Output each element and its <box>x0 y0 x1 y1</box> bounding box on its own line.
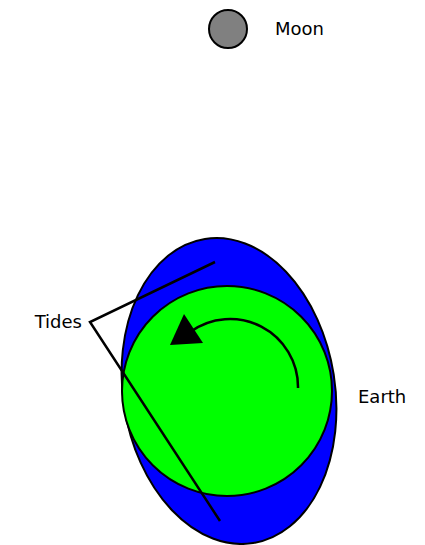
earth-circle <box>122 286 332 496</box>
leader-line <box>90 262 220 521</box>
tidal-bulge <box>100 222 358 545</box>
rotation-arrow <box>190 319 298 388</box>
text-label: Tides <box>35 311 82 333</box>
text-label: Moon <box>275 18 324 40</box>
moon-circle <box>209 10 247 48</box>
text-label: Earth <box>358 386 406 408</box>
arrow-head <box>170 314 203 345</box>
